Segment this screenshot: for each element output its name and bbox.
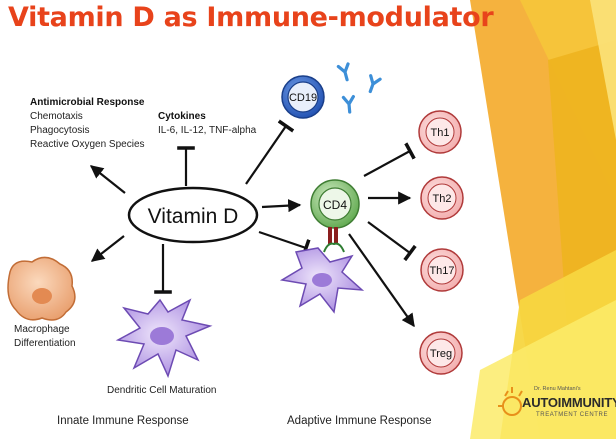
macrophage-label: Macrophage Differentiation (14, 323, 76, 351)
th17-label: Th17 (429, 265, 454, 277)
arrow-to-macrophage (90, 235, 125, 262)
cd4-nucleus (318, 187, 352, 221)
cd19-nucleus (287, 81, 319, 113)
antimicrobial-item: Chemotaxis (30, 111, 83, 122)
cytokines-label: Cytokines IL-6, IL-12, TNF-alpha (158, 110, 256, 138)
logo-author: Dr. Renu Mahtani's (534, 386, 581, 392)
dendritic-label: Dendritic Cell Maturation (107, 385, 217, 396)
slide-title: Vitamin D as Immune-modulator (8, 2, 494, 33)
antimicrobial-item: Phagocytosis (30, 125, 90, 136)
treg-cell (419, 331, 463, 375)
receptor-icon (323, 227, 345, 253)
dendritic-cell-adaptive (279, 247, 365, 314)
inhibit-th17 (367, 221, 417, 262)
antimicrobial-heading: Antimicrobial Response (30, 97, 145, 108)
th1-cell (418, 110, 462, 154)
treg-label: Treg (430, 348, 452, 360)
logo-subtitle: TREATMENT CENTRE (536, 412, 609, 418)
logo-name: AUTOIMMUNITY (522, 395, 616, 410)
innate-section-label: Innate Immune Response (57, 415, 189, 427)
inhibit-dc-adaptive (258, 230, 311, 257)
antimicrobial-item: Reactive Oxygen Species (30, 139, 145, 150)
arrow-to-treg (348, 233, 415, 328)
logo-mark-icon (498, 387, 523, 416)
th1-label: Th1 (431, 127, 450, 139)
vitamin-d-node (127, 186, 259, 244)
arrow-to-cd4 (261, 199, 302, 213)
vitamin-d-label: Vitamin D (148, 205, 239, 228)
inhibit-th1 (363, 142, 416, 177)
th2-label: Th2 (433, 193, 452, 205)
antibody-icon (336, 62, 382, 114)
macrophage-line1: Macrophage (14, 324, 70, 335)
dendritic-cell-innate (115, 298, 213, 379)
cytokines-heading: Cytokines (158, 111, 206, 122)
cd19-label: CD19 (289, 92, 317, 104)
macrophage-cell (7, 256, 76, 321)
th17-cell (420, 248, 464, 292)
cd4-label: CD4 (323, 198, 347, 212)
macrophage-line2: Differentiation (14, 338, 76, 349)
th2-cell (420, 176, 464, 220)
antimicrobial-label: Antimicrobial Response Chemotaxis Phagoc… (30, 96, 145, 152)
cytokines-items: IL-6, IL-12, TNF-alpha (158, 125, 257, 136)
background-decoration (470, 0, 616, 439)
arrow-to-antimicrobial (89, 165, 126, 194)
inhibit-cd19 (245, 119, 295, 185)
adaptive-section-label: Adaptive Immune Response (287, 415, 432, 427)
